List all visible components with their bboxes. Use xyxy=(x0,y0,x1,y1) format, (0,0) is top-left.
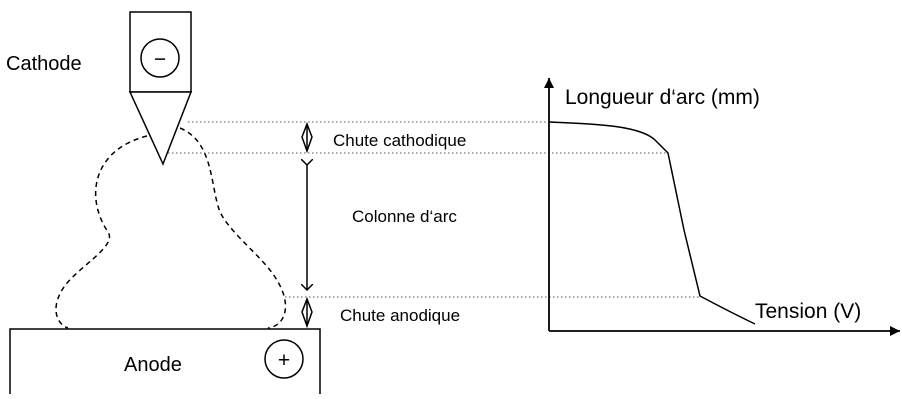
anode-drop-marker xyxy=(301,296,313,329)
anode-sign-circle xyxy=(264,339,304,379)
cathode-drop-label: Chute cathodique xyxy=(333,131,466,150)
cathode-drop-marker xyxy=(301,121,313,154)
anode-electrode: + Anode xyxy=(9,328,321,399)
anode-sign: + xyxy=(278,349,290,372)
cathode-electrode: − xyxy=(128,11,193,166)
reference-lines xyxy=(168,121,701,298)
y-axis-label: Longueur d‘arc (mm) xyxy=(565,86,760,109)
cathode-sign-circle xyxy=(140,38,180,78)
anode-drop-label: Chute anodique xyxy=(340,306,460,325)
arc-voltage-curve xyxy=(548,121,756,325)
cathode-body xyxy=(129,11,192,93)
x-axis-label: Tension (V) xyxy=(755,300,861,323)
cathode-sign: − xyxy=(154,48,166,71)
arc-envelope xyxy=(55,127,287,329)
anode-body xyxy=(9,328,321,399)
cathode-tip xyxy=(128,91,193,166)
cathode-label: Cathode xyxy=(6,53,82,75)
anode-label: Anode xyxy=(124,354,182,376)
arc-column-label: Colonne d‘arc xyxy=(352,207,457,226)
graph: Longueur d‘arc (mm) Tension (V) xyxy=(544,78,900,336)
